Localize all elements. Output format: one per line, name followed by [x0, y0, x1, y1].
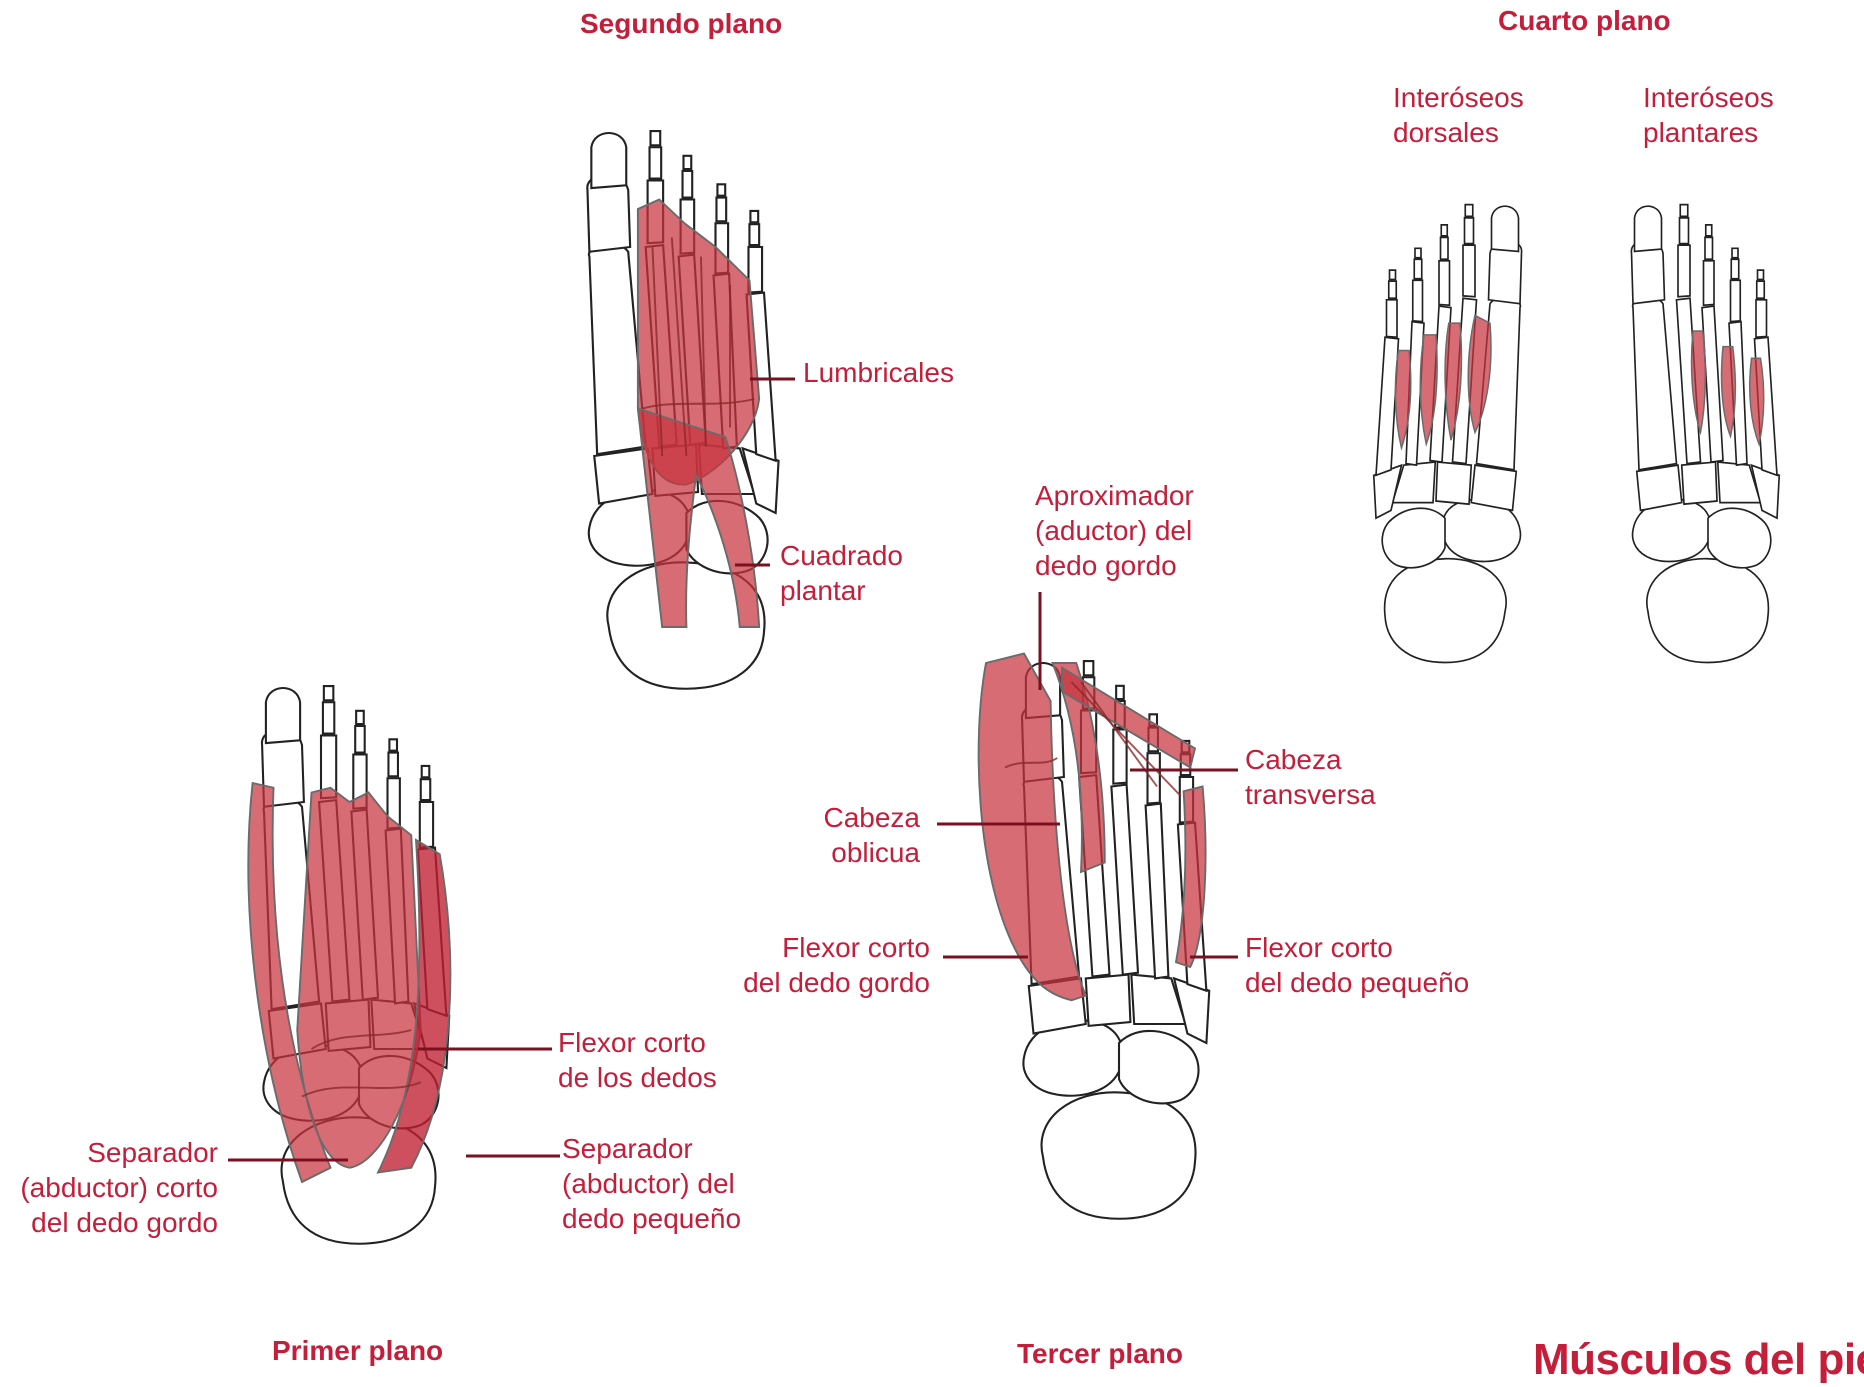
label-separador-pequeno: Separador (abductor) del dedo pequeño	[562, 1131, 741, 1236]
label-line: del dedo gordo	[10, 1205, 218, 1240]
page-title: Músculos del pie	[1533, 1335, 1864, 1385]
muscle-interoseos-plantares-3	[1750, 358, 1764, 444]
label-line: dorsales	[1393, 115, 1524, 150]
label-line: (abductor) del	[562, 1166, 741, 1201]
label-aproximador: Aproximador (aductor) del dedo gordo	[1035, 478, 1194, 583]
label-line: del dedo gordo	[720, 965, 930, 1000]
label-lumbricales: Lumbricales	[803, 355, 954, 390]
label-line: Flexor corto	[720, 930, 930, 965]
label-line: (abductor) corto	[10, 1170, 218, 1205]
label-line: Interóseos	[1643, 80, 1774, 115]
foot-cuarto-plano-dorsales	[1374, 205, 1522, 663]
label-cabeza-oblicua: Cabeza oblicua	[790, 800, 920, 870]
label-line: Cuadrado	[780, 538, 903, 573]
label-cabeza-transversa: Cabeza transversa	[1245, 742, 1376, 812]
foot-segundo-plano	[587, 131, 778, 689]
label-line: Flexor corto	[1245, 930, 1469, 965]
label-flexor-corto-pequeno: Flexor corto del dedo pequeño	[1245, 930, 1469, 1000]
label-flexor-corto-dedos: Flexor corto de los dedos	[558, 1025, 717, 1095]
label-line: Flexor corto	[558, 1025, 717, 1060]
label-line: (aductor) del	[1035, 513, 1194, 548]
label-line: Separador	[10, 1135, 218, 1170]
label-line: Lumbricales	[803, 355, 954, 390]
foot-cuarto-plano-plantares	[1631, 205, 1779, 663]
label-flexor-corto-gordo: Flexor corto del dedo gordo	[720, 930, 930, 1000]
label-line: dedo gordo	[1035, 548, 1194, 583]
label-line: oblicua	[790, 835, 920, 870]
label-separador-gordo: Separador (abductor) corto del dedo gord…	[10, 1135, 218, 1240]
label-line: dedo pequeño	[562, 1201, 741, 1236]
label-interoseos-dorsales: Interóseos dorsales	[1393, 80, 1524, 150]
label-line: plantar	[780, 573, 903, 608]
heading-segundo-plano: Segundo plano	[580, 8, 782, 40]
label-line: transversa	[1245, 777, 1376, 812]
label-line: del dedo pequeño	[1245, 965, 1469, 1000]
heading-primer-plano: Primer plano	[272, 1335, 443, 1367]
label-line: Cabeza	[790, 800, 920, 835]
label-line: Aproximador	[1035, 478, 1194, 513]
foot-tercer-plano	[979, 654, 1210, 1219]
heading-cuarto-plano: Cuarto plano	[1498, 5, 1671, 37]
muscle-interoseos-plantares-2	[1722, 347, 1736, 437]
label-cuadrado-plantar: Cuadrado plantar	[780, 538, 903, 608]
label-interoseos-plantares: Interóseos plantares	[1643, 80, 1774, 150]
label-line: de los dedos	[558, 1060, 717, 1095]
label-line: plantares	[1643, 115, 1774, 150]
heading-tercer-plano: Tercer plano	[1017, 1338, 1183, 1370]
label-line: Interóseos	[1393, 80, 1524, 115]
label-line: Separador	[562, 1131, 741, 1166]
label-line: Cabeza	[1245, 742, 1376, 777]
